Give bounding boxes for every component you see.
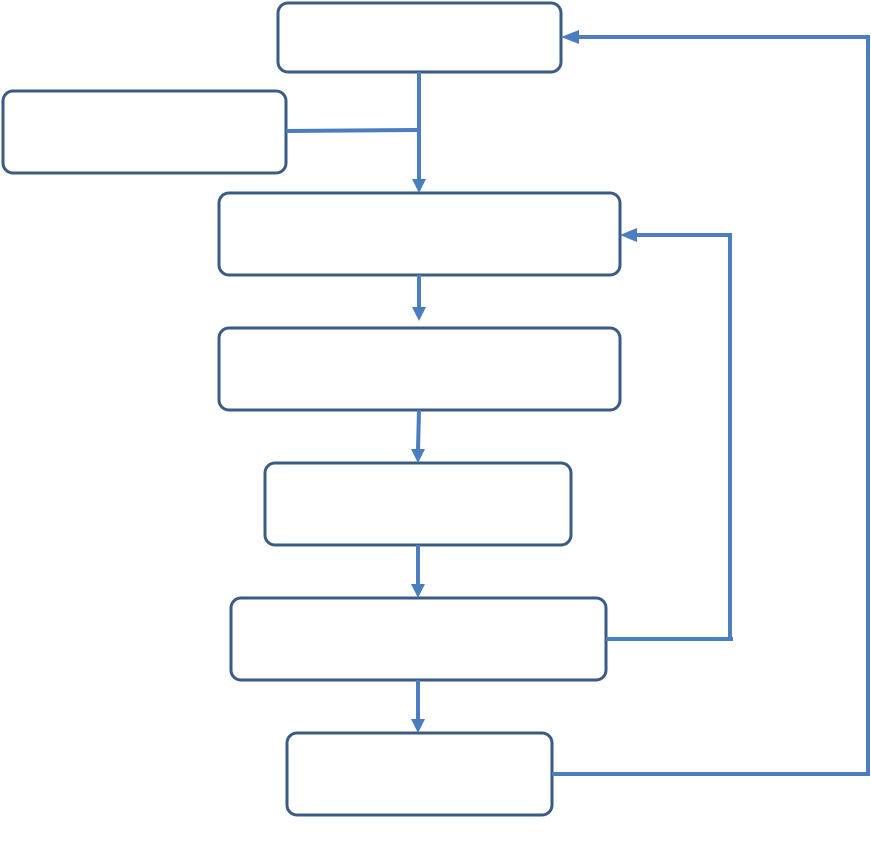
- feedback-loop-step4-to-step1-vertical: [636, 233, 732, 639]
- arrowhead-into-top-right: [561, 30, 579, 44]
- arrowhead-into-bottom: [411, 719, 425, 733]
- feedback-loop-bottom-to-top: [552, 35, 870, 776]
- connector-side-input: [285, 128, 420, 133]
- box-side-input: [1, 89, 288, 175]
- arrowhead-into-step4: [411, 584, 425, 598]
- flow-connectors: [285, 30, 870, 776]
- box-bottom: [285, 731, 554, 817]
- box-step-3: [263, 461, 573, 547]
- box-top: [276, 1, 563, 74]
- connector-step2-to-step3: [416, 409, 421, 451]
- arrowhead-into-step1: [412, 179, 426, 193]
- box-step-4: [229, 596, 608, 682]
- flow-boxes: [1, 1, 622, 817]
- box-step-2: [217, 326, 622, 412]
- arrowhead-into-step1-right: [620, 228, 637, 242]
- arrowhead-into-step2: [412, 307, 426, 321]
- box-step-1: [217, 191, 622, 277]
- arrowhead-into-step3: [411, 449, 425, 463]
